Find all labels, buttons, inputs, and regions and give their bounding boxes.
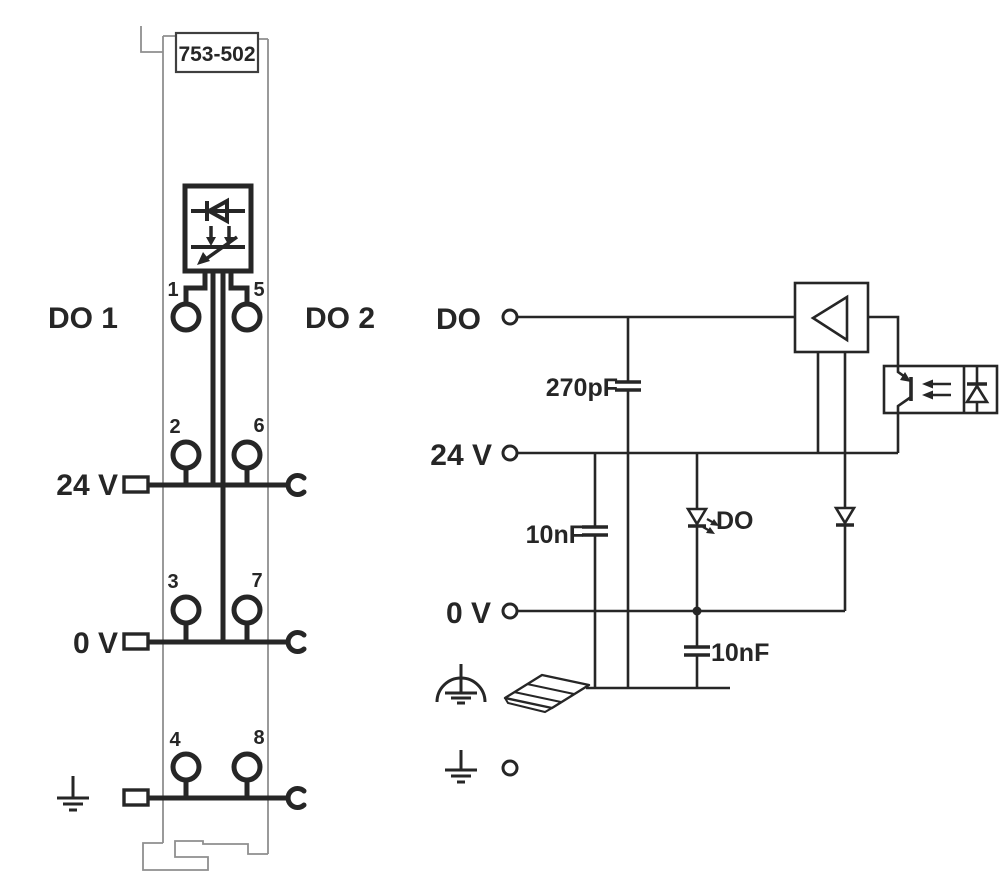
power-bus-0v: 0 V xyxy=(73,623,307,660)
bus-stems-earth xyxy=(183,780,250,798)
contact-number-7: 7 xyxy=(251,570,262,592)
diode-icon xyxy=(191,197,245,225)
led-do-icon xyxy=(685,453,719,611)
cap-10nf-output-label: 10nF xyxy=(711,639,769,667)
channel2-label: DO 2 xyxy=(305,302,375,335)
contact-7 xyxy=(231,594,263,626)
cap-10nf-output-icon xyxy=(684,611,710,688)
v24-terminal xyxy=(501,444,519,462)
part-number-box: 753-502 xyxy=(174,31,260,74)
contact-2 xyxy=(170,439,202,471)
earth-ground-icon xyxy=(445,750,477,784)
part-number-frame xyxy=(174,31,260,74)
earth-bus xyxy=(57,776,307,812)
housing-foot xyxy=(142,840,268,871)
bus-connector-rect xyxy=(122,788,150,807)
contact-number-8: 8 xyxy=(253,727,264,749)
cage-clamp-icon xyxy=(285,630,307,654)
phototransistor-icon xyxy=(896,366,913,413)
cap-10nf-supply-icon xyxy=(582,453,608,688)
bus-stems-24v xyxy=(183,470,250,485)
do-terminal xyxy=(501,308,519,326)
supply-24v-label: 24 V xyxy=(56,469,118,502)
bus-connector-rect xyxy=(122,475,150,494)
cap-10nf-supply-label: 10nF xyxy=(526,521,584,549)
contact-points xyxy=(170,301,263,783)
contact-4 xyxy=(170,751,202,783)
earth-terminal xyxy=(501,759,519,777)
contact-1 xyxy=(170,301,202,333)
contact-6 xyxy=(231,439,263,471)
driver-output-wire xyxy=(868,315,900,366)
contact1-wire xyxy=(183,274,208,305)
bus-stems-0v xyxy=(183,623,250,642)
v0-terminal-label: 0 V xyxy=(446,597,491,630)
contact-number-6: 6 xyxy=(253,415,264,437)
light-arrows-icon xyxy=(922,379,951,400)
contact-number-2: 2 xyxy=(169,416,180,438)
led-do-label: DO xyxy=(716,507,754,535)
part-number: 753-502 xyxy=(178,43,255,66)
photodiode-icon xyxy=(964,366,990,413)
cage-clamp-icon xyxy=(285,473,307,497)
module-housing-outline xyxy=(140,26,269,871)
contact-number-3: 3 xyxy=(167,571,178,593)
contact-5 xyxy=(231,301,263,333)
circuit-schematic: DO 24 V 0 V 270pF 10nF xyxy=(430,281,999,784)
output-driver-icon xyxy=(793,281,870,354)
freewheel-diode-icon xyxy=(833,352,857,611)
protective-earth-icon xyxy=(435,664,487,705)
bus-connector-rect xyxy=(122,632,150,651)
contact-number-4: 4 xyxy=(169,729,181,751)
housing-top-edge xyxy=(163,35,268,40)
cap-270pf-label: 270pF xyxy=(546,374,618,402)
do-terminal-label: DO xyxy=(436,303,481,336)
contact5-wire xyxy=(228,274,250,305)
contact-number-1: 1 xyxy=(167,279,178,301)
earth-ground-icon xyxy=(57,776,89,812)
cage-clamp-icon xyxy=(285,786,307,810)
status-indicator-frame xyxy=(182,183,254,274)
contact-8 xyxy=(231,751,263,783)
status-indicator-icon xyxy=(182,183,254,282)
contact-number-5: 5 xyxy=(253,279,264,301)
ground-0v-label: 0 V xyxy=(73,627,118,660)
amplifier-triangle-icon xyxy=(810,294,849,343)
terminal-module: 753-502 DO xyxy=(48,26,375,871)
optocoupler-icon xyxy=(882,364,999,415)
channel1-label: DO 1 xyxy=(48,302,118,335)
v24-terminal-label: 24 V xyxy=(430,439,492,472)
power-bus-24v: 24 V xyxy=(56,469,307,502)
cap-270pf-icon xyxy=(615,317,641,688)
housing-top-hook xyxy=(140,26,163,53)
contact-3 xyxy=(170,594,202,626)
v0-terminal xyxy=(501,602,519,620)
led-arrows-icon xyxy=(191,226,245,265)
din-rail-icon xyxy=(503,673,591,714)
